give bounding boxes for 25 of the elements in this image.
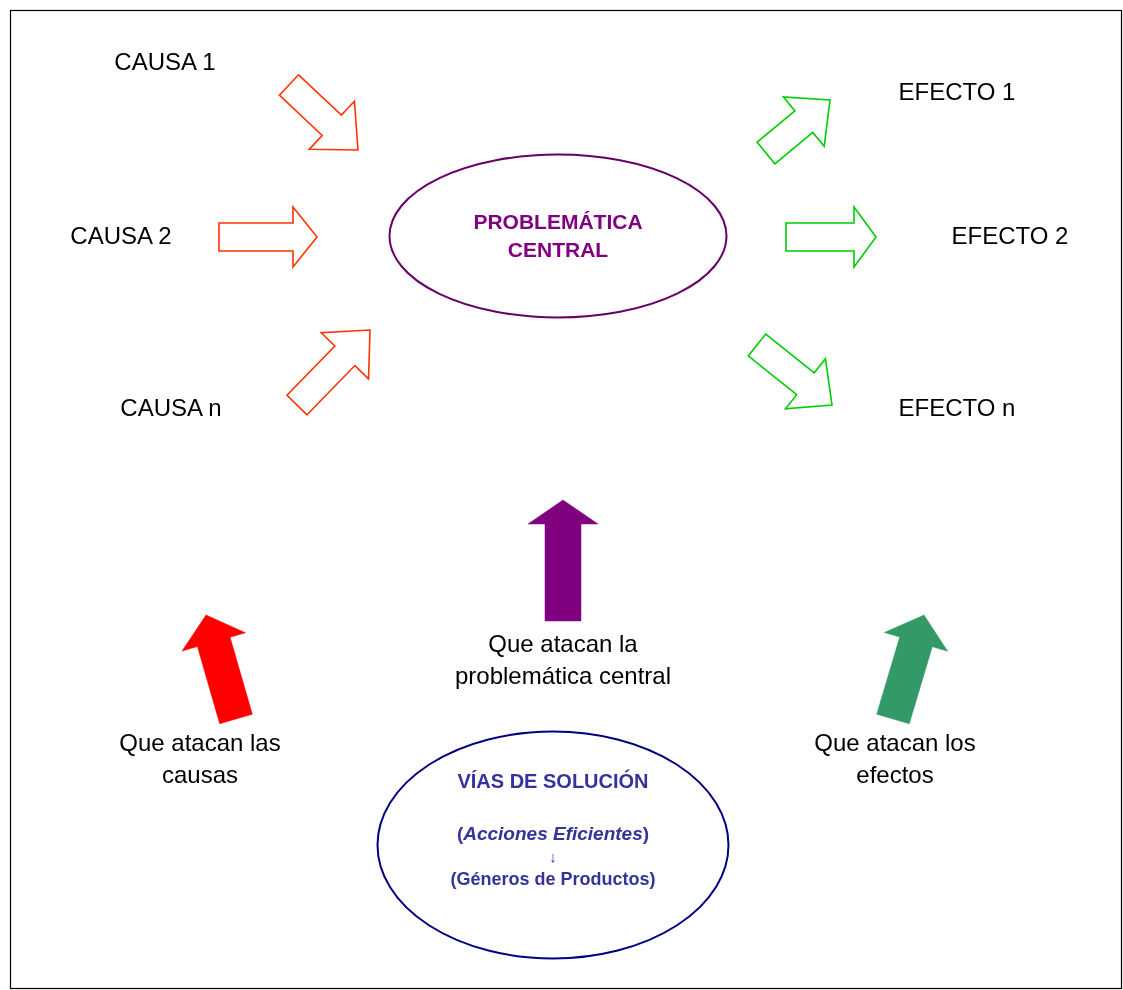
- ellipse-node: [376, 730, 730, 960]
- node-heading: VÍAS DE SOLUCIÓN: [457, 768, 649, 795]
- outline-arrow: [755, 96, 831, 165]
- node-label: Que atacan la problemática central: [453, 628, 673, 691]
- node-label: Que atacan las causas: [118, 727, 282, 790]
- node-label: CAUSA 2: [70, 220, 172, 251]
- outline-arrow: [785, 204, 877, 270]
- node-text: (Acciones Eficientes): [456, 822, 650, 847]
- node-label: EFECTO n: [898, 392, 1016, 423]
- outline-arrow: [285, 329, 371, 416]
- ellipse-node: [388, 153, 728, 319]
- node-label: Que atacan los efectos: [813, 727, 977, 790]
- block-arrow: [181, 614, 253, 724]
- outline-arrow: [747, 332, 833, 410]
- block-arrow: [527, 499, 599, 622]
- node-label: CAUSA 1: [114, 46, 216, 77]
- node-label: CAUSA n: [120, 392, 222, 423]
- node-label: EFECTO 1: [898, 76, 1016, 107]
- node-heading: PROBLEMÁTICA CENTRAL: [472, 208, 644, 263]
- outline-arrow: [218, 204, 319, 270]
- node-text: (Géneros de Productos): [450, 868, 656, 892]
- outline-arrow: [278, 73, 359, 151]
- node-text: ↓: [549, 847, 557, 868]
- node-label: EFECTO 2: [951, 220, 1069, 251]
- block-arrow: [876, 614, 948, 725]
